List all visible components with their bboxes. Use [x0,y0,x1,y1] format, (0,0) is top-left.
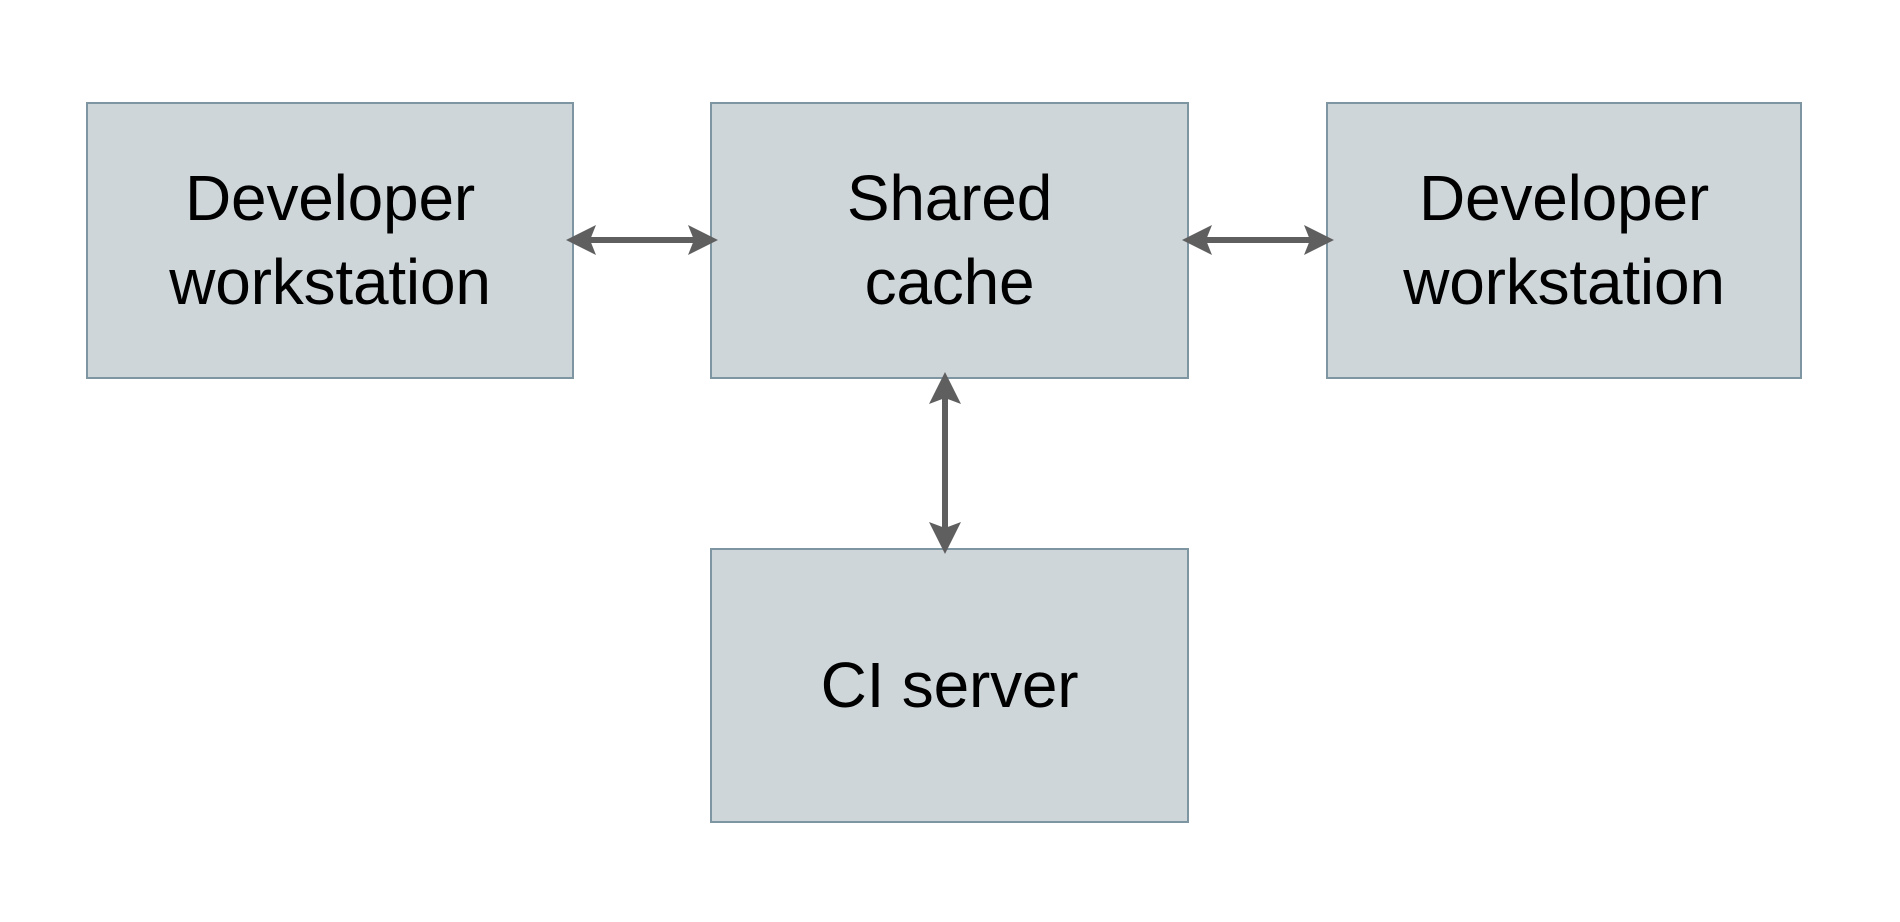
node-label: Developer workstation [1403,162,1725,318]
connector-left-to-cache-double-arrow[interactable] [566,205,718,275]
node-shared-cache[interactable]: Shared cache [710,102,1189,379]
connector-cache-to-ci-double-arrow[interactable] [910,372,980,554]
node-label: Developer workstation [169,162,491,318]
node-ci-server[interactable]: CI server [710,548,1189,823]
connector-cache-to-right-double-arrow[interactable] [1182,205,1334,275]
node-label: CI server [820,648,1079,721]
node-label: Shared cache [846,162,1053,318]
node-developer-workstation-right[interactable]: Developer workstation [1326,102,1802,379]
node-developer-workstation-left[interactable]: Developer workstation [86,102,574,379]
